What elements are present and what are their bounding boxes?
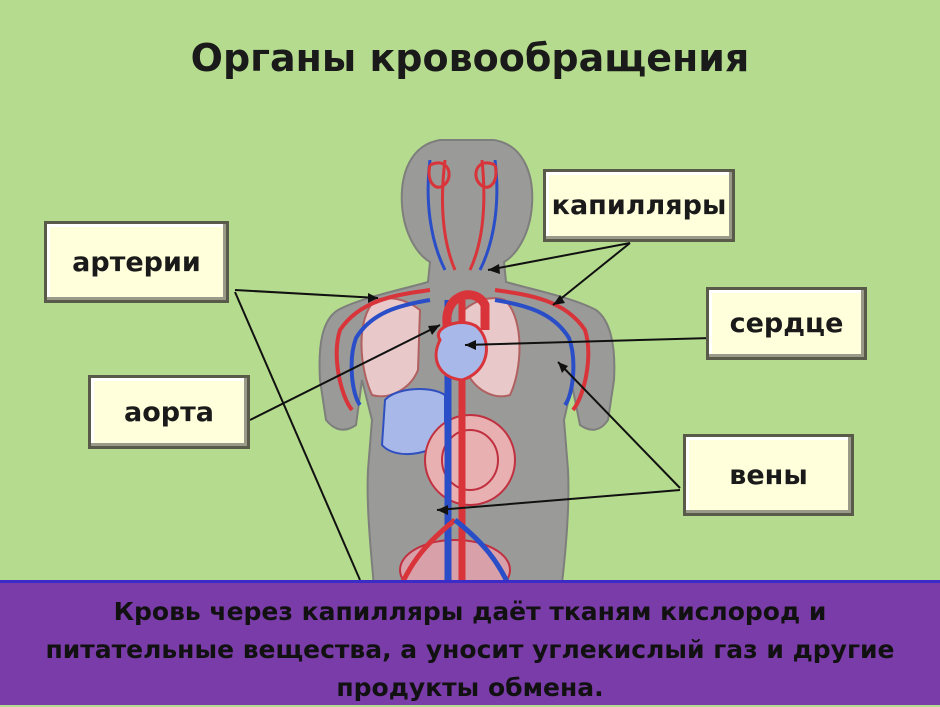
arm-vessels — [334, 288, 591, 412]
heart — [434, 321, 488, 382]
label-veins-text: вены — [729, 459, 808, 491]
label-capillaries: капилляры — [543, 169, 735, 242]
label-arteries: артерии — [44, 221, 229, 303]
label-veins: вены — [683, 434, 854, 516]
head-vessels — [426, 159, 499, 271]
label-capillaries-text: капилляры — [551, 190, 727, 221]
label-heart: сердце — [706, 287, 867, 360]
footer-caption-box: Кровь через капилляры даёт тканям кислор… — [0, 580, 940, 705]
page-title: Органы кровообращения — [190, 36, 750, 80]
pointer-lines — [234, 242, 713, 581]
label-heart-text: сердце — [729, 308, 844, 339]
label-arteries-text: артерии — [72, 246, 201, 278]
label-aorta-text: аорта — [124, 396, 214, 428]
footer-caption-text: Кровь через капилляры даёт тканям кислор… — [45, 597, 895, 702]
aortic-arch — [442, 290, 490, 331]
label-aorta: аорта — [88, 375, 250, 449]
pointer-arrowheads — [368, 264, 568, 515]
